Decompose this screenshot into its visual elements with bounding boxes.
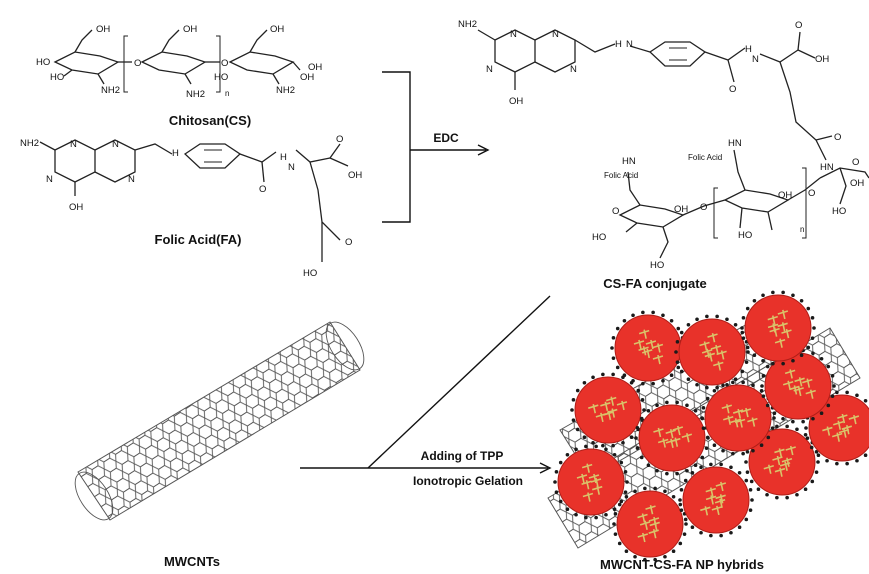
atom-nh2: NH2 xyxy=(20,138,39,149)
folic-acid-structure: NH2 N N N N OH H H N O OH O HO O xyxy=(20,134,362,279)
atom-o: O xyxy=(345,237,352,248)
atom-h: H xyxy=(745,44,752,55)
nanoparticle-sphere xyxy=(634,400,710,476)
atom-ho: HO xyxy=(50,72,64,83)
folic-acid-substituent: Folic Acid xyxy=(688,153,722,162)
nanoparticle-sphere xyxy=(760,348,836,424)
atom-o: O xyxy=(700,202,707,213)
atom-n: N xyxy=(70,139,77,150)
atom-oh: OH xyxy=(270,24,284,35)
atom-h: H xyxy=(280,152,287,163)
mwcnts-label: MWCNTs xyxy=(164,554,220,569)
cs-fa-conjugate-structure: NH2 N N N N OH H N H N O O OH O HN O OH … xyxy=(458,19,869,271)
atom-h: H xyxy=(615,39,622,50)
edc-arrowhead xyxy=(477,144,490,156)
nanoparticle-sphere xyxy=(678,462,754,538)
nanoparticle-sphere xyxy=(744,424,820,500)
conjugate-link-line xyxy=(367,295,551,469)
atom-n: N xyxy=(552,29,559,40)
subscript-n: n xyxy=(225,89,229,98)
atom-n: N xyxy=(752,54,759,65)
atom-oh: OH xyxy=(300,72,314,83)
edc-label: EDC xyxy=(433,131,459,145)
atom-n: N xyxy=(128,174,135,185)
atom-oh: OH xyxy=(674,204,688,215)
atom-n: N xyxy=(288,162,295,173)
nanoparticle-sphere xyxy=(804,390,869,466)
atom-o: O xyxy=(852,157,859,168)
atom-o: O xyxy=(729,84,736,95)
atom-nh2: NH2 xyxy=(101,85,120,96)
atom-o: O xyxy=(795,20,802,31)
hybrids-label: MWCNT-CS-FA NP hybrids xyxy=(600,557,764,572)
atom-oh: OH xyxy=(850,178,864,189)
atom-o: O xyxy=(808,188,815,199)
atom-hn: HN xyxy=(622,156,636,167)
atom-ho: HO xyxy=(738,230,752,241)
atom-hn: HN xyxy=(820,162,834,173)
atom-nh2: NH2 xyxy=(186,89,205,100)
atom-n: N xyxy=(112,139,119,150)
atom-hn: HN xyxy=(728,138,742,149)
atom-o: O xyxy=(259,184,266,195)
atom-oh: OH xyxy=(308,62,322,73)
atom-ho: HO xyxy=(832,206,846,217)
nanoparticle-sphere xyxy=(700,380,776,456)
atom-n: N xyxy=(510,29,517,40)
reactant-bracket xyxy=(382,71,411,223)
atom-h: H xyxy=(172,148,179,159)
nanoparticle-cluster xyxy=(553,290,869,562)
atom-o: O xyxy=(134,58,141,69)
atom-ho: HO xyxy=(303,268,317,279)
atom-n: N xyxy=(570,64,577,75)
nanoparticle-sphere xyxy=(740,290,816,366)
atom-n: N xyxy=(626,39,633,50)
atom-ho: HO xyxy=(214,72,228,83)
atom-n: N xyxy=(486,64,493,75)
nanoparticle-sphere xyxy=(570,372,646,448)
atom-o: O xyxy=(834,132,841,143)
gelation-arrowhead xyxy=(539,462,552,474)
nanoparticle-sphere xyxy=(612,486,688,562)
atom-oh: OH xyxy=(348,170,362,181)
atom-ho: HO xyxy=(592,232,606,243)
nanoparticle-hybrid xyxy=(547,290,869,562)
atom-ho: HO xyxy=(650,260,664,271)
nanoparticle-sphere xyxy=(674,314,750,390)
folic-acid-substituent: Folic Acid xyxy=(604,171,638,180)
atom-oh: OH xyxy=(815,54,829,65)
atom-nh2: NH2 xyxy=(276,85,295,96)
atom-o: O xyxy=(221,58,228,69)
atom-oh: OH xyxy=(509,96,523,107)
atom-ho: HO xyxy=(36,57,50,68)
atom-oh: OH xyxy=(96,24,110,35)
mwcnt-tube xyxy=(74,321,365,521)
cs-fa-conjugate-label: CS-FA conjugate xyxy=(603,276,707,291)
folic-acid-label: Folic Acid(FA) xyxy=(155,232,242,247)
gelation-label: Ionotropic Gelation xyxy=(413,474,523,488)
nanoparticle-sphere xyxy=(553,444,629,520)
tpp-label: Adding of TPP xyxy=(421,449,504,463)
atom-o: O xyxy=(336,134,343,145)
chitosan-structure: OH OH OH HO HO O O HO NH2 NH2 NH2 OH OH … xyxy=(36,24,322,100)
chitosan-label: Chitosan(CS) xyxy=(169,113,251,128)
atom-oh: OH xyxy=(183,24,197,35)
atom-n: N xyxy=(46,174,53,185)
atom-nh2: NH2 xyxy=(458,19,477,30)
atom-o: O xyxy=(612,206,619,217)
subscript-n: n xyxy=(800,225,804,234)
atom-oh: OH xyxy=(69,202,83,213)
atom-oh: OH xyxy=(778,190,792,201)
